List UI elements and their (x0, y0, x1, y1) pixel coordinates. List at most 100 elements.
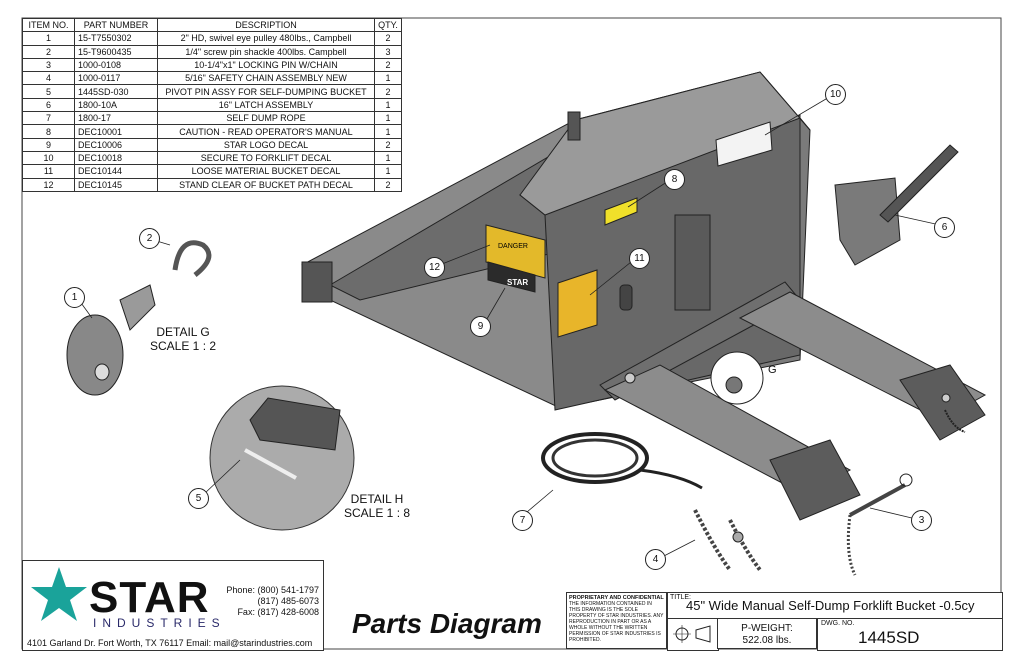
detail-g-label: DETAIL G SCALE 1 : 2 (150, 325, 216, 353)
pivot-bracket (674, 214, 711, 311)
company-contact: Phone: (800) 541-1797 (817) 485-6073 Fax… (226, 585, 319, 618)
rope-tail (639, 468, 703, 490)
company-name: STAR (89, 573, 210, 622)
rope-coil (541, 432, 649, 484)
detail-h-label: DETAIL H SCALE 1 : 8 (344, 492, 410, 520)
decal-12-danger-text: DANGER (498, 243, 528, 250)
company-block: STAR INDUSTRIES Phone: (800) 541-1797 (8… (22, 560, 324, 651)
decal-9-star (487, 261, 536, 293)
detail-h-title: DETAIL H (350, 492, 404, 506)
fork-pin-right (941, 393, 951, 403)
callout-2: 2 (139, 228, 160, 249)
confidential-notice: PROPRIETARY AND CONFIDENTIAL THE INFORMA… (566, 592, 667, 649)
callout-12: 12 (424, 257, 445, 278)
detail-g-scale: SCALE 1 : 2 (150, 339, 217, 353)
pulley-item1-hub (94, 363, 110, 381)
drawing-number-box: DWG. NO. 1445SD (817, 618, 1003, 651)
bom-item-no: 12 (22, 177, 75, 192)
bom-part-number: 15-T7550302 (74, 31, 158, 46)
drawing-number-label: DWG. NO. (821, 620, 855, 627)
weight-box: P-WEIGHT: 522.08 lbs. (717, 618, 817, 649)
rope-coil-inner (551, 438, 639, 478)
fork-pin-left (624, 372, 636, 384)
pulley-eye (119, 284, 156, 331)
callout-3: 3 (911, 510, 932, 531)
locking-pin-chain (846, 514, 857, 576)
company-subtitle: INDUSTRIES (93, 616, 226, 630)
drawing-number: 1445SD (858, 628, 920, 647)
weight-label: P-WEIGHT: (741, 623, 793, 634)
company-phone2: (817) 485-6073 (257, 596, 319, 606)
title-box: TITLE: 45" Wide Manual Self-Dump Forklif… (667, 592, 1003, 620)
latch-slot (619, 284, 633, 311)
bom-header-row: ITEM NO. PART NUMBER DESCRIPTION QTY. (22, 17, 402, 33)
bucket-back-tab (567, 111, 581, 141)
safety-chain-right (944, 409, 966, 433)
bom-description: STAND CLEAR OF BUCKET PATH DECAL (157, 177, 375, 192)
bom-description: 1/4" screw pin shackle 400lbs. Campbell (157, 44, 375, 59)
bucket-cutting-edge (301, 261, 333, 303)
callout-7: 7 (512, 510, 533, 531)
bom-qty: 2 (374, 31, 402, 46)
detail-h-block (249, 397, 341, 451)
callout-11: 11 (629, 248, 650, 269)
callout-6: 6 (934, 217, 955, 238)
bom-part-number: 15-T9600435 (74, 44, 158, 59)
decal-10 (715, 121, 773, 167)
detail-g-marker: G (768, 364, 777, 376)
callout-1: 1 (64, 287, 85, 308)
company-fax: Fax: (817) 428-6008 (237, 607, 319, 617)
callout-4: 4 (645, 549, 666, 570)
locking-pin (849, 483, 906, 517)
fork-pocket-right-end (899, 364, 986, 441)
bom-qty: 3 (374, 44, 402, 59)
detail-g-title: DETAIL G (156, 325, 210, 339)
shackle-item2 (172, 240, 212, 277)
company-phone: Phone: (800) 541-1797 (226, 585, 319, 595)
callout-9: 9 (470, 316, 491, 337)
callout-5: 5 (188, 488, 209, 509)
decal-8 (604, 197, 638, 226)
callout-10: 10 (825, 84, 846, 105)
latch-assembly (834, 177, 901, 266)
callout-8: 8 (664, 169, 685, 190)
decal-12 (485, 224, 546, 279)
title-label: TITLE: (670, 594, 692, 601)
chain-hook (732, 531, 744, 543)
bom-item-no: 1 (22, 31, 75, 46)
company-address: 4101 Garland Dr. Fort Worth, TX 76117 Em… (27, 638, 313, 648)
star-logo-icon (31, 567, 87, 621)
decal-11 (557, 269, 598, 338)
drawing-title: 45" Wide Manual Self-Dump Forklift Bucke… (686, 598, 975, 613)
bom-qty: 2 (374, 177, 402, 192)
detail-h-pin (244, 448, 297, 480)
pulley-item1 (66, 314, 124, 396)
parts-diagram-heading: Parts Diagram (352, 608, 542, 639)
confidential-title: PROPRIETARY AND CONFIDENTIAL (569, 595, 664, 601)
fork-pocket-left-end (769, 439, 861, 521)
projection-box (667, 618, 719, 651)
latch-handle (879, 144, 959, 223)
safety-chain-item4 (693, 509, 762, 572)
bom-qty: 2 (374, 137, 402, 152)
third-angle-projection-icon (673, 625, 711, 643)
weight-value: 522.08 lbs. (742, 635, 792, 646)
detail-h-scale: SCALE 1 : 8 (344, 506, 411, 520)
detail-g-pulley (725, 376, 743, 394)
confidential-text: THE INFORMATION CONTAINED IN THIS DRAWIN… (569, 601, 664, 643)
bom-qty: 1 (374, 150, 402, 166)
